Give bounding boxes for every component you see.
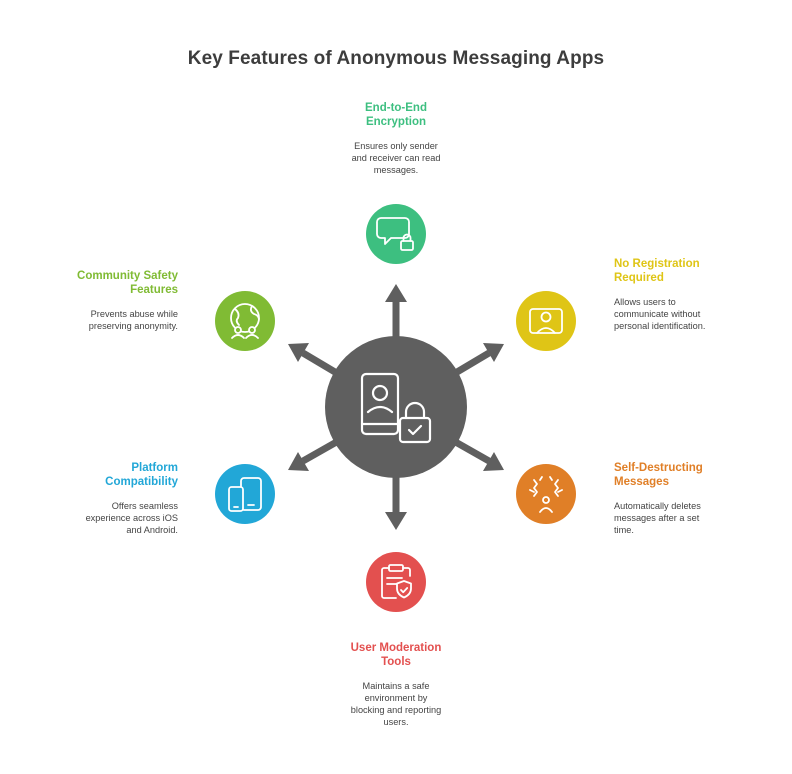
arrow-to-community [288,343,342,379]
registration-node [516,291,576,351]
community-description: Prevents abuse while preserving anonymit… [88,309,178,331]
self-destruct-node [516,464,576,524]
platform-node [215,464,275,524]
arrow-to-platform [288,436,342,471]
diagram-title: Key Features of Anonymous Messaging Apps [187,48,605,69]
community-node [215,291,275,351]
phone-user-lock-icon [360,372,432,444]
devices-icon [228,477,262,512]
encryption-title: End-to-End Encryption [365,102,427,128]
clipboard-shield-icon [381,564,412,599]
arrow-to-self-destruct [450,436,504,471]
community-title: Community Safety Features [77,270,178,296]
hub-circle [325,336,467,478]
arrow-to-registration [450,343,504,379]
platform-title: Platform Compatibility [105,462,178,488]
globe-people-icon [230,303,260,339]
chat-lock-icon [376,217,414,251]
moderation-title: User Moderation Tools [350,642,442,668]
moderation-node [366,552,426,612]
registration-description: Allows users to communicate without pers… [614,297,706,331]
encryption-description: Ensures only sender and receiver can rea… [351,141,441,175]
self-destruct-title: Self-Destructing Messages [614,462,703,488]
arrow-to-moderation [385,470,407,530]
id-card-user-icon [529,308,563,334]
platform-description: Offers seamless experience across iOS an… [85,501,178,535]
shattering-icon [529,476,563,513]
moderation-description: Maintains a safe environment by blocking… [350,681,442,727]
registration-title: No Registration Required [614,258,700,284]
self-destruct-description: Automatically deletes messages after a s… [614,501,701,535]
encryption-node [366,204,426,264]
